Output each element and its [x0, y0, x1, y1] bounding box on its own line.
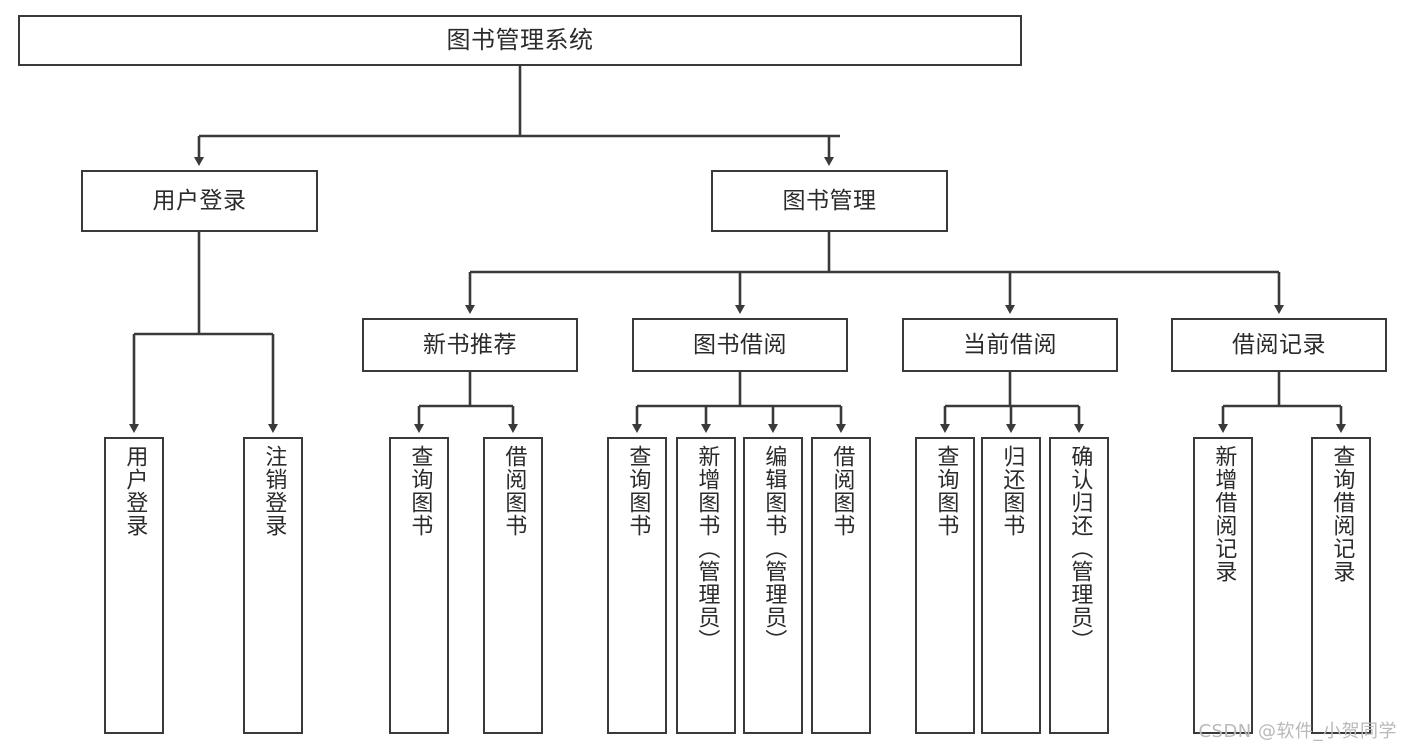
leaf-query-book-1[interactable]: 查询图书: [389, 437, 449, 734]
leaf-return-book[interactable]: 归还图书: [981, 437, 1041, 734]
node-book-borrow[interactable]: 图书借阅: [632, 318, 848, 372]
node-label: 新增借阅记录: [1211, 445, 1237, 583]
leaf-query-book-2[interactable]: 查询图书: [607, 437, 667, 734]
node-label: 查询借阅记录: [1329, 445, 1355, 583]
node-label: 查询图书: [625, 445, 651, 537]
node-borrow-record[interactable]: 借阅记录: [1171, 318, 1387, 372]
node-label: 借阅记录: [1232, 331, 1326, 358]
leaf-add-book[interactable]: 新增图书（管理员）: [676, 437, 736, 734]
leaf-user-login[interactable]: 用户登录: [104, 437, 164, 734]
node-new-book-recommend[interactable]: 新书推荐: [362, 318, 578, 372]
node-user-login[interactable]: 用户登录: [81, 170, 318, 232]
leaf-borrow-book-1[interactable]: 借阅图书: [483, 437, 543, 734]
leaf-borrow-book-2[interactable]: 借阅图书: [811, 437, 871, 734]
leaf-logout-login[interactable]: 注销登录: [243, 437, 303, 734]
node-label: 当前借阅: [963, 331, 1057, 358]
node-label: 图书管理: [782, 187, 877, 214]
node-label: 借阅图书: [829, 445, 855, 537]
node-book-manage[interactable]: 图书管理: [711, 170, 948, 232]
leaf-query-record[interactable]: 查询借阅记录: [1311, 437, 1371, 734]
node-current-borrow[interactable]: 当前借阅: [902, 318, 1118, 372]
node-label: 查询图书: [407, 445, 433, 537]
node-label: 注销登录: [261, 445, 287, 537]
watermark-csdn: CSDN @软件_小贺同学: [1198, 721, 1397, 742]
node-root-system[interactable]: 图书管理系统: [18, 15, 1022, 66]
node-label: 确认归还（管理员）: [1067, 445, 1093, 652]
node-label: 图书管理系统: [446, 25, 594, 54]
node-label: 编辑图书（管理员）: [761, 445, 787, 652]
leaf-add-record[interactable]: 新增借阅记录: [1193, 437, 1253, 734]
node-label: 新书推荐: [423, 331, 517, 358]
node-label: 新增图书（管理员）: [694, 445, 720, 652]
leaf-query-book-3[interactable]: 查询图书: [915, 437, 975, 734]
node-label: 查询图书: [933, 445, 959, 537]
node-label: 图书借阅: [693, 331, 787, 358]
node-label: 借阅图书: [501, 445, 527, 537]
node-label: 归还图书: [999, 445, 1025, 537]
leaf-edit-book[interactable]: 编辑图书（管理员）: [743, 437, 803, 734]
leaf-confirm-return[interactable]: 确认归还（管理员）: [1049, 437, 1109, 734]
node-label: 用户登录: [122, 445, 148, 537]
node-label: 用户登录: [152, 187, 247, 214]
